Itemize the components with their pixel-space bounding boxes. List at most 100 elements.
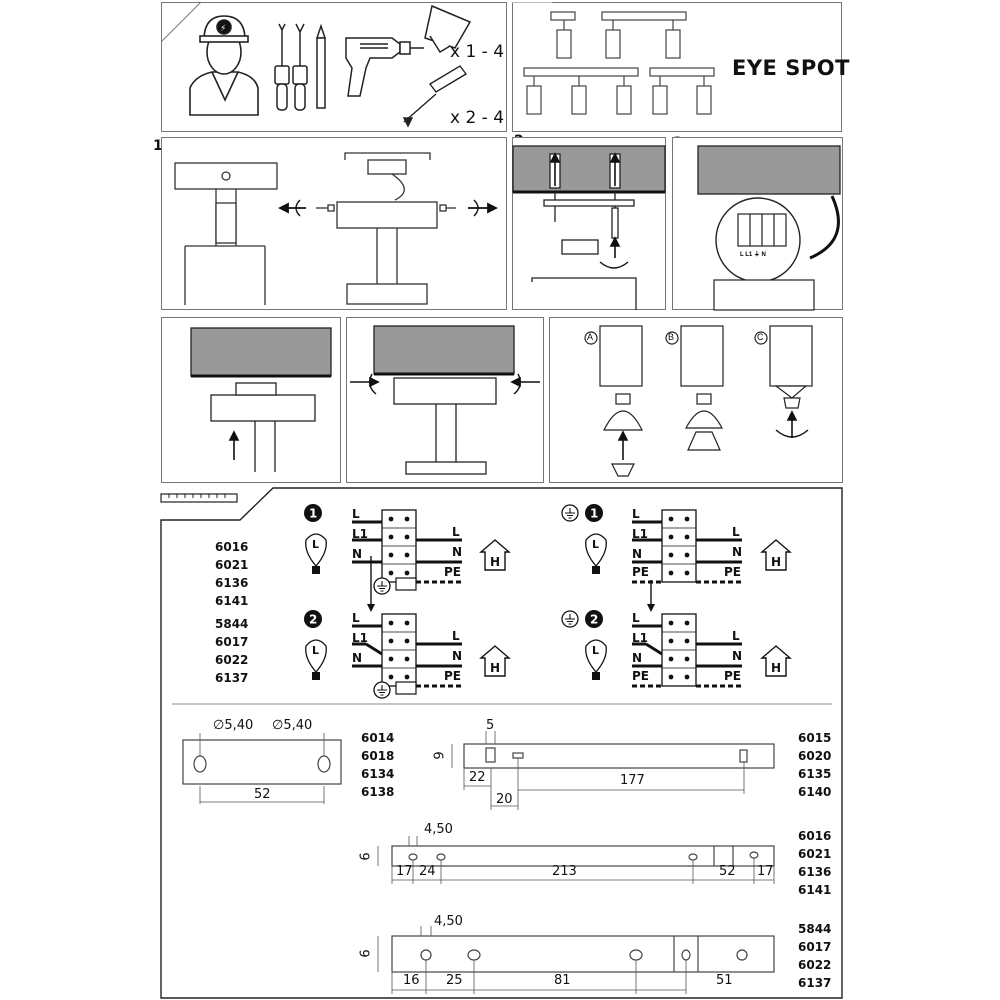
bar-four-side-dim: 6 — [358, 949, 374, 958]
wiring-right-1-block-screw-r — [684, 552, 690, 558]
wiring-badge-1-left-circle — [304, 504, 322, 522]
wiring-left-1-block-screw-r — [404, 534, 410, 540]
plate-hole-dim-1: ∅5,40 — [213, 718, 254, 733]
wiring-left-2-block-screw-l — [388, 638, 394, 644]
variant-c-label: C — [757, 332, 764, 342]
wiring-arrow-right-head — [647, 604, 655, 612]
wiring-right-2-wire-L1-bridge — [645, 642, 663, 656]
wiring-left-1-label-L-out: L — [452, 525, 460, 539]
wiring-left-1-label-N: N — [352, 547, 362, 561]
wiring-bulb-2-right — [585, 639, 607, 673]
wiring-left-1-earth-glyph — [377, 581, 387, 592]
step-1-number: 1 — [153, 138, 163, 154]
wiring-left-2-earth-glyph — [377, 685, 387, 696]
wiring-badge-2-right-circle — [585, 610, 603, 628]
wiring-right-2-block-screw-l — [668, 638, 674, 644]
wiring-left-1-label-L: L — [352, 507, 360, 521]
wiring-right-2-label-PE: PE — [632, 669, 649, 683]
wiring-house-2-right — [760, 645, 792, 677]
wiring-badge-1-right-text: 1 — [590, 507, 598, 521]
wiring-right-2-block-screw-l — [668, 620, 674, 626]
wiring-left-1-block-screw-l — [388, 570, 394, 576]
wiring-left-1-label-L1: L1 — [352, 527, 368, 541]
bar-two-dim-c: 177 — [620, 773, 645, 788]
variant-b-label: B — [668, 332, 675, 342]
wiring-right-1-label-PE-out: PE — [724, 565, 741, 579]
bar-three-dim-a: 17 — [396, 864, 413, 879]
wiring-house-2-left — [479, 645, 511, 677]
wiring-left-2-block-screw-r — [404, 674, 410, 680]
screwdriver-icon — [274, 23, 308, 111]
wiring-left-2-wire-L1-bridge — [365, 642, 383, 656]
wiring-earth-badge-1-glyph — [565, 508, 575, 519]
wiring-left-2-label-L: L — [352, 611, 360, 625]
wiring-bulb-1-right-base — [592, 566, 600, 574]
wiring-bulb-1-left-base — [312, 566, 320, 574]
wiring-right-1-block-screw-l — [668, 516, 674, 522]
wiring-left-2-label-PE-out: PE — [444, 669, 461, 683]
bulb-quantity: x 1 - 4 — [450, 42, 505, 62]
wiring-right-1-block-screw-l — [668, 570, 674, 576]
wiring-right-1-label-L-out: L — [732, 525, 740, 539]
bar-four-dim-b: 25 — [446, 973, 463, 988]
wiring-left-1-earth-clamp — [395, 577, 417, 591]
wiring-house-2-right-letter: H — [771, 661, 781, 675]
wiring-right-1-block-screw-r — [684, 516, 690, 522]
wiring-left-2-block-screw-l — [388, 656, 394, 662]
anchor-quantity: x 2 - 4 — [450, 108, 505, 128]
bar-three-dim-b: 24 — [419, 864, 436, 879]
product-variants-panel — [512, 2, 842, 132]
wiring-right-1-label-PE: PE — [632, 565, 649, 579]
wiring-right-2-label-PE-out: PE — [724, 669, 741, 683]
bar-two-dim-a: 22 — [469, 770, 486, 785]
wiring-left-2-block-screw-l — [388, 620, 394, 626]
gu10-bulb-icon — [424, 4, 472, 54]
wiring-left-1-block-screw-r — [404, 552, 410, 558]
wiring-right-1-block-screw-l — [668, 552, 674, 558]
wiring-badge-2-left-text: 2 — [309, 613, 317, 627]
bar-two-top-dim: 5 — [486, 718, 495, 733]
wiring-bulb-1-left — [305, 533, 327, 567]
wiring-right-2-block-screw-r — [684, 620, 690, 626]
wiring-left-2-block-screw-l — [388, 674, 394, 680]
bar-three-dim-c: 213 — [552, 864, 577, 879]
wiring-right-2-label-N-out: N — [732, 649, 742, 663]
bar-four-hole-dim: 4,50 — [434, 914, 463, 929]
wall-anchor-icon — [402, 65, 468, 128]
wiring-right-1-block-screw-r — [684, 570, 690, 576]
wiring-right-2-label-N: N — [632, 651, 642, 665]
wiring-bulb-1-right-letter: L — [592, 538, 599, 551]
bar-four-dim-a: 16 — [403, 973, 420, 988]
wiring-right-1-label-N-out: N — [732, 545, 742, 559]
wiring-house-2-left-letter: H — [490, 661, 500, 675]
wiring-left-2-label-N: N — [352, 651, 362, 665]
wiring-left-1-block-screw-r — [404, 570, 410, 576]
wiring-left-1-label-PE-out: PE — [444, 565, 461, 579]
wiring-right-1-label-N: N — [632, 547, 642, 561]
wiring-right-2-label-L: L — [632, 611, 640, 625]
wiring-left-1-block-screw-r — [404, 516, 410, 522]
svg-text:L L1 ⏚ N: L L1 ⏚ N — [740, 251, 766, 258]
wiring-right-1-label-L1: L1 — [632, 527, 648, 541]
bolt-icon: ⚡ — [220, 23, 226, 33]
wiring-right-2-block-screw-l — [668, 656, 674, 662]
wiring-bulb-2-left-letter: L — [312, 644, 319, 657]
wiring-badge-2-left-circle — [304, 610, 322, 628]
bar-four-dim-d: 51 — [716, 973, 733, 988]
wiring-right-1-label-L: L — [632, 507, 640, 521]
wiring-right-2-block-screw-r — [684, 674, 690, 680]
bar-three-side-dim: 6 — [358, 852, 374, 861]
plate-hole-dim-2: ∅5,40 — [272, 718, 313, 733]
wiring-badge-1-right-circle — [585, 504, 603, 522]
